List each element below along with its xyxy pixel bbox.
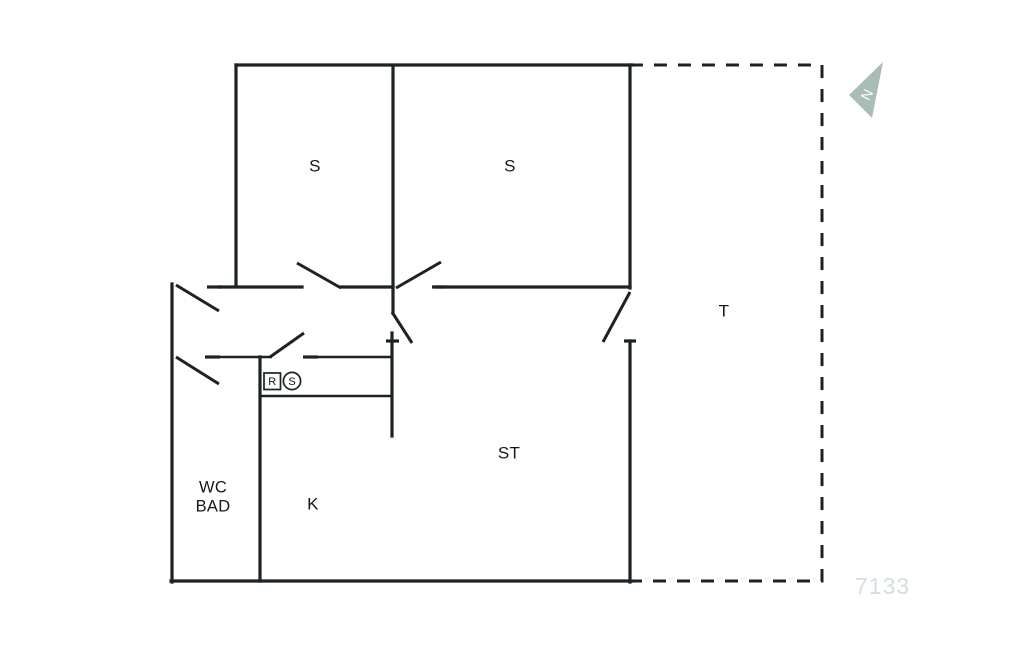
terrace-dashed-boundary	[630, 63, 824, 583]
terrace-boundary-group	[630, 63, 824, 583]
oven-symbol-letter: R	[268, 376, 276, 388]
room-labels-group: S S T ST WC BAD K	[196, 156, 730, 515]
room-label-bedroom-left: S	[309, 156, 321, 175]
door-kitchen-leaf	[269, 331, 305, 359]
door-jambs-group	[205, 285, 636, 359]
kitchen-fixture-symbols: R S	[263, 371, 302, 391]
door-bath-lower-leaf	[175, 355, 220, 386]
room-label-kitchen: K	[307, 494, 319, 513]
door-hall-south-leaf	[390, 311, 414, 344]
room-label-bathroom-line1: WC	[199, 478, 227, 496]
door-terrace-leaf	[601, 291, 632, 343]
room-label-living: ST	[498, 443, 520, 462]
outer-walls-group	[169, 63, 634, 584]
room-label-bathroom-line2: BAD	[196, 497, 231, 515]
door-bedroom-left-leaf	[296, 261, 342, 290]
plan-id-text: 7133	[855, 573, 910, 599]
interior-walls-group	[212, 64, 632, 583]
doors-group	[175, 260, 632, 386]
north-arrow-icon	[849, 62, 883, 118]
cooktop-symbol-letter: S	[288, 376, 295, 388]
north-arrow-group: N	[849, 62, 883, 118]
door-bath-upper-leaf	[175, 283, 220, 313]
oven-symbol-box	[263, 372, 282, 391]
room-label-bedroom-right: S	[504, 156, 516, 175]
room-label-terrace: T	[719, 301, 730, 320]
cooktop-symbol-circle	[282, 371, 302, 391]
door-bedroom-right-leaf	[395, 260, 442, 290]
